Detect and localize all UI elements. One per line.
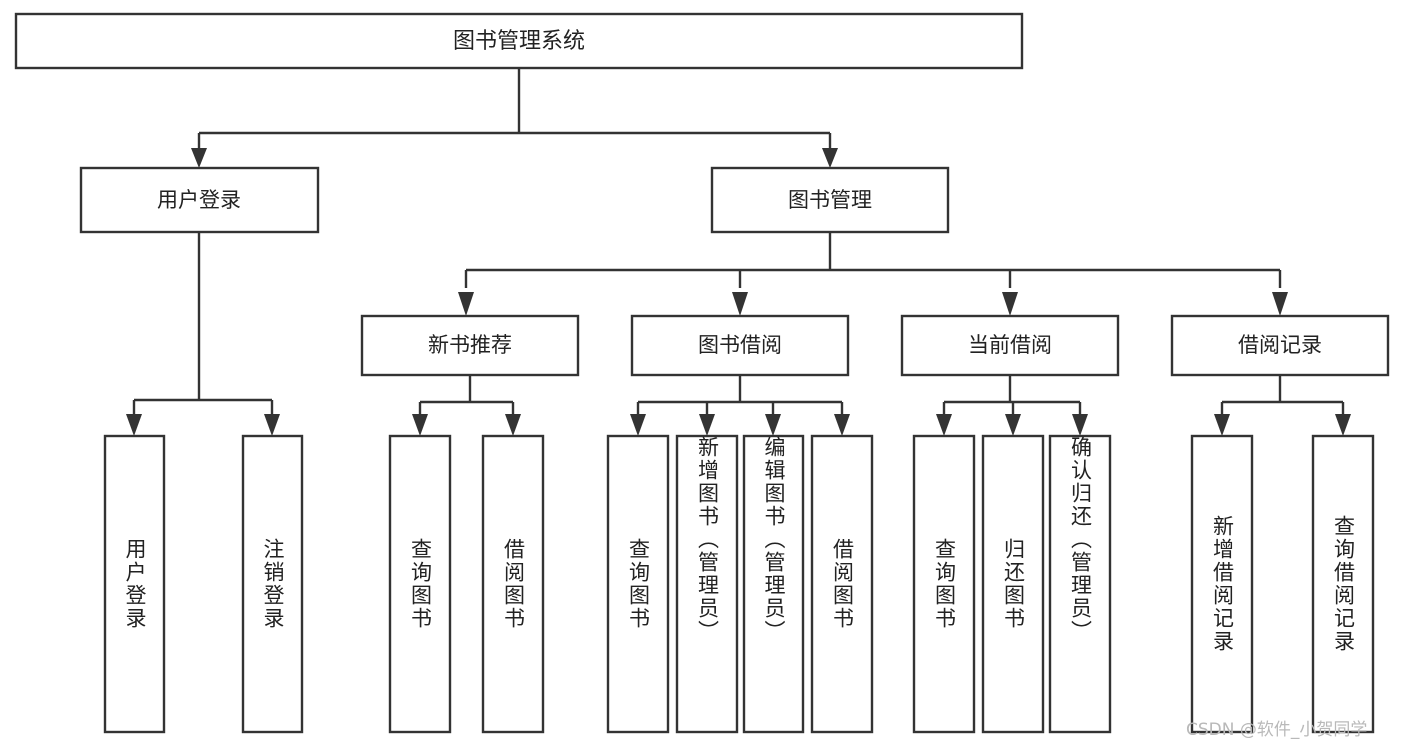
leaf-box-book-borrow-1[interactable] [675, 434, 739, 734]
leaf-box-book-borrow-0[interactable] [606, 434, 670, 734]
node-root-label: 图书管理系统 [453, 29, 585, 54]
connector-newbook-to-leaves [412, 375, 521, 436]
node-book-management[interactable]: 图书管理 [710, 166, 950, 234]
connector-root-to-level2 [191, 68, 838, 168]
node-user-login-label: 用户登录 [157, 188, 241, 212]
node-root-system[interactable]: 图书管理系统 [14, 12, 1024, 70]
node-new-book-recommend-label: 新书推荐 [428, 333, 512, 357]
leaf-box-book-borrow-3[interactable] [810, 434, 874, 734]
leaf-box-user-login-0[interactable] [103, 434, 166, 734]
connector-bookborrow-to-leaves [630, 375, 850, 436]
csdn-watermark: CSDN @软件_小贺同学 [1186, 720, 1368, 740]
leaf-box-current-borrow-2[interactable] [1048, 434, 1112, 734]
node-borrow-record[interactable]: 借阅记录 [1170, 314, 1390, 377]
connector-userlogin-to-leaves [126, 232, 280, 436]
node-book-management-label: 图书管理 [788, 188, 872, 212]
leaf-box-new-book-0[interactable] [388, 434, 452, 734]
node-book-borrow-label: 图书借阅 [698, 333, 782, 357]
connector-bookmgmt-to-level3 [458, 232, 1288, 316]
leaf-box-borrow-record-0[interactable] [1190, 434, 1254, 734]
node-current-borrow[interactable]: 当前借阅 [900, 314, 1120, 377]
connector-borrowrecord-to-leaves [1214, 375, 1351, 436]
leaf-box-current-borrow-1[interactable] [981, 434, 1045, 734]
node-current-borrow-label: 当前借阅 [968, 333, 1052, 357]
node-book-borrow[interactable]: 图书借阅 [630, 314, 850, 377]
node-borrow-record-label: 借阅记录 [1238, 333, 1322, 357]
leaf-box-book-borrow-2[interactable] [742, 434, 805, 734]
leaf-box-user-login-1[interactable] [241, 434, 304, 734]
leaf-box-borrow-record-1[interactable] [1311, 434, 1375, 734]
node-user-login[interactable]: 用户登录 [79, 166, 320, 234]
node-new-book-recommend[interactable]: 新书推荐 [360, 314, 580, 377]
leaf-box-new-book-1[interactable] [481, 434, 545, 734]
connector-currentborrow-to-leaves [936, 375, 1088, 436]
leaf-box-current-borrow-0[interactable] [912, 434, 976, 734]
